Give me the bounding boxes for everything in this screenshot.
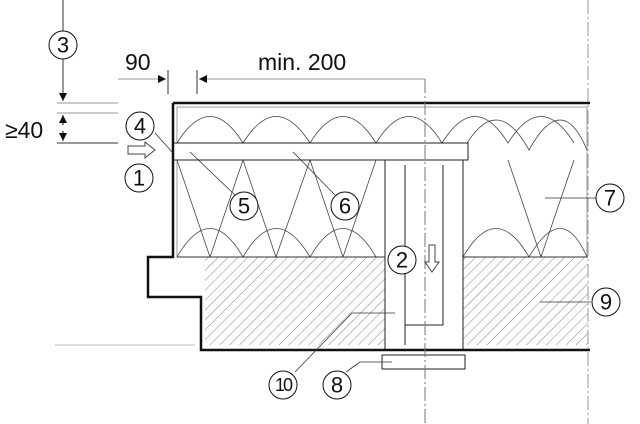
- callout-9: 9: [591, 287, 621, 317]
- horizontal-dimension: [118, 70, 425, 94]
- callout-7: 7: [595, 183, 625, 213]
- svg-text:4: 4: [134, 114, 146, 139]
- callout-8: 8: [322, 370, 352, 400]
- svg-text:2: 2: [396, 248, 408, 273]
- svg-text:7: 7: [604, 186, 616, 211]
- callout-4: 4: [125, 111, 155, 141]
- callout-1: 1: [124, 163, 154, 193]
- hatched-slab-right: [463, 257, 588, 345]
- hatched-slab-left: [205, 257, 385, 345]
- inflow-arrow-right-icon: [127, 140, 156, 160]
- building-outline: [146, 101, 590, 352]
- svg-text:3: 3: [57, 33, 69, 58]
- flow-arrow-down-icon: [424, 244, 440, 273]
- dimension-min-200-label: min. 200: [258, 49, 346, 75]
- height-min-label: ≥40: [5, 117, 43, 143]
- insulation-layer: [176, 106, 588, 258]
- svg-text:8: 8: [331, 373, 343, 398]
- callout-6: 6: [330, 191, 360, 221]
- svg-text:1: 1: [133, 166, 145, 191]
- callout-5: 5: [229, 191, 259, 221]
- callout-3: 3: [48, 30, 78, 60]
- callout-leaders: [154, 132, 596, 373]
- dimension-3-leader: [57, 0, 118, 144]
- callout-10: 10: [268, 370, 298, 400]
- svg-text:9: 9: [600, 290, 612, 315]
- svg-text:6: 6: [339, 194, 351, 219]
- svg-text:10: 10: [275, 375, 293, 395]
- svg-text:5: 5: [238, 194, 250, 219]
- callout-2: 2: [387, 245, 417, 275]
- dimension-90-label: 90: [125, 49, 151, 75]
